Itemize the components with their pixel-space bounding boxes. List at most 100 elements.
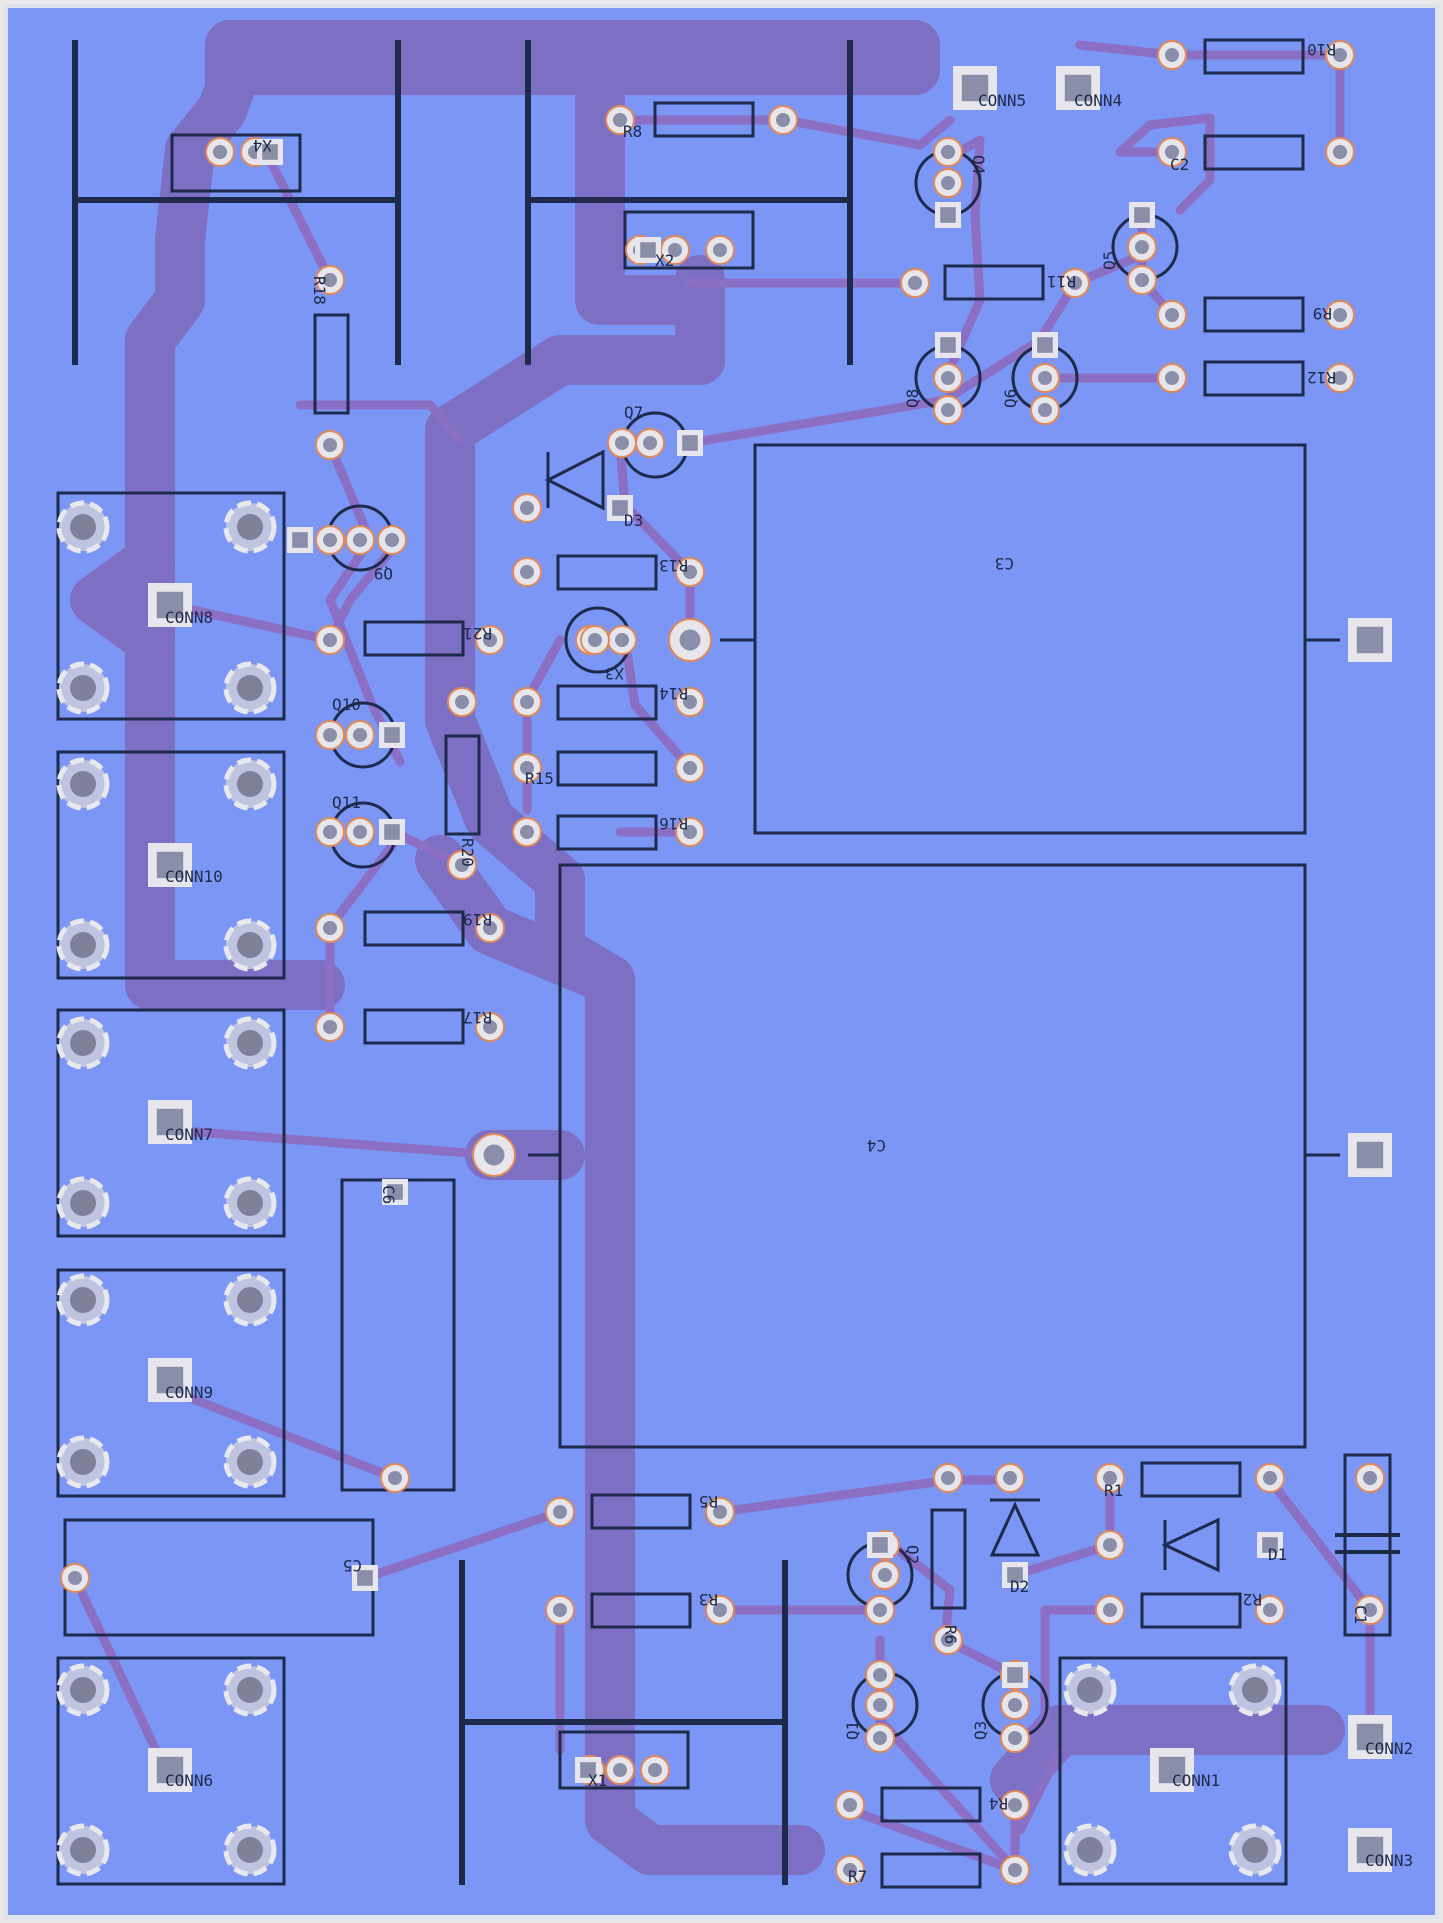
pad-hole bbox=[455, 695, 469, 709]
pad-hole bbox=[323, 825, 337, 839]
label-conn3: CONN3 bbox=[1365, 1851, 1413, 1870]
pad-hole bbox=[713, 243, 727, 257]
label-q9: Q9 bbox=[374, 564, 393, 583]
pad-hole bbox=[878, 1568, 892, 1582]
pad-hole bbox=[873, 1603, 887, 1617]
pad-hole bbox=[384, 824, 400, 840]
pad-hole bbox=[156, 851, 184, 879]
pad-hole bbox=[1103, 1471, 1117, 1485]
pad-hole bbox=[68, 1571, 82, 1585]
label-r1: R1 bbox=[1104, 1481, 1123, 1500]
pad-hole bbox=[683, 761, 697, 775]
pad-hole bbox=[237, 514, 263, 540]
pad-hole bbox=[1077, 1837, 1103, 1863]
pad-hole bbox=[156, 591, 184, 619]
pad-hole bbox=[237, 1190, 263, 1216]
pad-hole bbox=[1134, 207, 1150, 223]
pad-hole bbox=[1064, 74, 1092, 102]
pad-hole bbox=[580, 1762, 596, 1778]
pad-hole bbox=[613, 113, 627, 127]
pad-hole bbox=[323, 1020, 337, 1034]
pad-hole bbox=[323, 633, 337, 647]
label-r9: R9 bbox=[1313, 304, 1332, 323]
label-r5: R5 bbox=[699, 1492, 718, 1511]
label-d2: D2 bbox=[1010, 1577, 1029, 1596]
pad-hole bbox=[1068, 276, 1082, 290]
pad-hole bbox=[1007, 1567, 1023, 1583]
pad-hole bbox=[713, 1603, 727, 1617]
label-conn1: CONN1 bbox=[1172, 1771, 1220, 1790]
pad-hole bbox=[1356, 1141, 1384, 1169]
pad-hole bbox=[941, 176, 955, 190]
pad-hole bbox=[353, 825, 367, 839]
label-conn2: CONN2 bbox=[1365, 1739, 1413, 1758]
pad-hole bbox=[1008, 1863, 1022, 1877]
pad-hole bbox=[70, 1030, 96, 1056]
pad-hole bbox=[1333, 145, 1347, 159]
label-conn9: CONN9 bbox=[165, 1383, 213, 1402]
label-conn10: CONN10 bbox=[165, 867, 223, 886]
label-r2: R2 bbox=[1243, 1590, 1262, 1609]
pad-hole bbox=[1363, 1603, 1377, 1617]
pad-hole bbox=[1356, 1836, 1384, 1864]
pad-hole bbox=[873, 1668, 887, 1682]
pad-hole bbox=[520, 761, 534, 775]
pad-hole bbox=[455, 858, 469, 872]
pad-hole bbox=[70, 1449, 96, 1475]
pad-hole bbox=[615, 633, 629, 647]
pad-hole bbox=[1165, 308, 1179, 322]
label-conn8: CONN8 bbox=[165, 608, 213, 627]
label-x3: X3 bbox=[605, 664, 624, 683]
label-r21: R21 bbox=[463, 624, 492, 643]
pad-hole bbox=[1103, 1603, 1117, 1617]
pad-hole bbox=[385, 533, 399, 547]
label-r13: R13 bbox=[659, 556, 688, 575]
pad-hole bbox=[648, 1763, 662, 1777]
pad-hole bbox=[292, 532, 308, 548]
label-x2: X2 bbox=[655, 251, 674, 270]
pad-hole bbox=[1135, 240, 1149, 254]
pad-hole bbox=[961, 74, 989, 102]
pad-hole bbox=[156, 1756, 184, 1784]
pad-hole bbox=[553, 1505, 567, 1519]
pad-hole bbox=[872, 1537, 888, 1553]
pad-hole bbox=[483, 1144, 505, 1166]
label-r10: R10 bbox=[1307, 40, 1336, 59]
pad-hole bbox=[1356, 1723, 1384, 1751]
label-q11: Q11 bbox=[332, 793, 361, 812]
label-r7: R7 bbox=[848, 1867, 867, 1886]
pad-hole bbox=[237, 1287, 263, 1313]
label-r15: R15 bbox=[525, 769, 554, 788]
pad-hole bbox=[613, 1763, 627, 1777]
pad-hole bbox=[941, 145, 955, 159]
label-c3: C3 bbox=[995, 554, 1014, 573]
label-x1: X1 bbox=[588, 1771, 607, 1790]
pad-hole bbox=[262, 144, 278, 160]
pad-hole bbox=[237, 675, 263, 701]
label-r17: R17 bbox=[463, 1008, 492, 1027]
label-c5: C5 bbox=[343, 1556, 362, 1575]
label-q6: Q6 bbox=[1001, 389, 1020, 408]
label-q7: Q7 bbox=[624, 403, 643, 422]
pad-hole bbox=[941, 1633, 955, 1647]
label-r11: R11 bbox=[1047, 272, 1076, 291]
pad-hole bbox=[520, 695, 534, 709]
pad-hole bbox=[70, 771, 96, 797]
label-q4: Q4 bbox=[969, 155, 988, 174]
pad-hole bbox=[70, 1837, 96, 1863]
pad-hole bbox=[520, 825, 534, 839]
pad-hole bbox=[70, 675, 96, 701]
label-d1: D1 bbox=[1268, 1545, 1287, 1564]
pad-hole bbox=[237, 932, 263, 958]
pad-hole bbox=[940, 337, 956, 353]
pad-hole bbox=[683, 825, 697, 839]
pad-hole bbox=[156, 1108, 184, 1136]
label-x4: X4 bbox=[253, 136, 272, 155]
pad-hole bbox=[353, 728, 367, 742]
label-r14: R14 bbox=[659, 684, 688, 703]
label-q5: Q5 bbox=[1100, 251, 1119, 270]
label-c6: C6 bbox=[379, 1185, 398, 1204]
pad-hole bbox=[70, 1287, 96, 1313]
label-q2: Q2 bbox=[903, 1545, 922, 1564]
pad-hole bbox=[643, 436, 657, 450]
